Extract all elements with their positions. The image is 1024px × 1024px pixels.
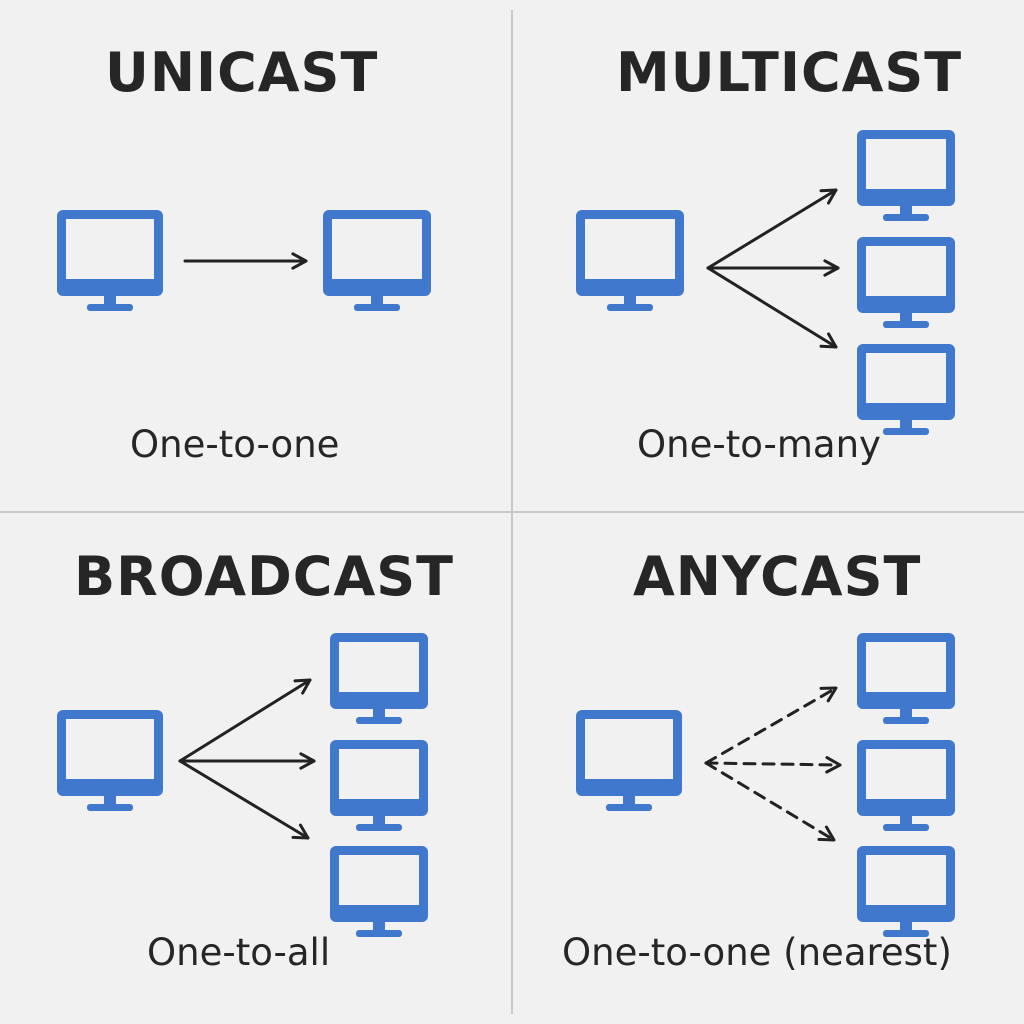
anycast-receiver-2-monitor-icon xyxy=(857,740,955,831)
monitor-neck xyxy=(900,206,912,215)
broadcast-arrow-2 xyxy=(178,752,316,770)
horizontal-divider xyxy=(0,511,1024,513)
monitor-base xyxy=(354,304,400,311)
broadcast-arrow-3 xyxy=(178,759,310,840)
monitor-neck xyxy=(104,296,116,305)
monitor-base xyxy=(883,321,929,328)
unicast-title: UNICAST xyxy=(105,41,379,104)
multicast-sender-monitor-icon xyxy=(576,210,684,311)
monitor-screen xyxy=(866,855,946,905)
monitor-base xyxy=(883,930,929,937)
monitor-neck xyxy=(371,296,383,305)
monitor-screen xyxy=(585,219,675,279)
monitor-neck xyxy=(623,796,635,805)
unicast-arrow xyxy=(183,252,308,270)
multicast-arrow-2 xyxy=(706,259,840,277)
monitor-base xyxy=(883,717,929,724)
broadcast-sender-monitor-icon xyxy=(57,710,163,811)
monitor-screen xyxy=(339,855,419,905)
monitor-neck xyxy=(373,816,385,825)
monitor-neck xyxy=(373,709,385,718)
anycast-sender-monitor-icon xyxy=(576,710,682,811)
monitor-neck xyxy=(624,296,636,305)
broadcast-caption: One-to-all xyxy=(147,931,331,974)
broadcast-title: BROADCAST xyxy=(74,545,454,608)
monitor-neck xyxy=(104,796,116,805)
monitor-screen xyxy=(66,219,154,279)
monitor-base xyxy=(356,824,402,831)
arrows-layer xyxy=(178,188,842,842)
monitor-screen xyxy=(866,353,946,403)
icons-layer xyxy=(57,130,955,937)
monitor-screen xyxy=(66,719,154,779)
unicast-sender-monitor-icon xyxy=(57,210,163,311)
monitor-screen xyxy=(339,749,419,799)
monitor-screen xyxy=(332,219,422,279)
monitor-base xyxy=(356,930,402,937)
unicast-receiver-monitor-icon xyxy=(323,210,431,311)
anycast-receiver-1-monitor-icon xyxy=(857,633,955,724)
monitor-neck xyxy=(373,922,385,931)
monitor-base xyxy=(87,804,133,811)
monitor-base xyxy=(356,717,402,724)
multicast-arrow-1 xyxy=(706,188,838,270)
anycast-caption: One-to-one (nearest) xyxy=(562,931,952,974)
multicast-title: MULTICAST xyxy=(616,41,963,104)
monitor-screen xyxy=(339,642,419,692)
monitor-neck xyxy=(900,420,912,429)
broadcast-receiver-2-monitor-icon xyxy=(330,740,428,831)
multicast-receiver-3-monitor-icon xyxy=(857,344,955,435)
monitor-neck xyxy=(900,313,912,322)
anycast-receiver-3-monitor-icon xyxy=(857,846,955,937)
multicast-receiver-1-monitor-icon xyxy=(857,130,955,221)
monitor-base xyxy=(883,824,929,831)
anycast-arrow-1 xyxy=(704,686,838,765)
monitor-screen xyxy=(866,749,946,799)
anycast-title: ANYCAST xyxy=(633,545,922,608)
multicast-caption: One-to-many xyxy=(637,423,881,466)
multicast-receiver-2-monitor-icon xyxy=(857,237,955,328)
broadcast-arrow-1 xyxy=(178,678,312,763)
broadcast-receiver-3-monitor-icon xyxy=(330,846,428,937)
multicast-arrow-3 xyxy=(706,266,838,349)
anycast-arrow-2 xyxy=(704,756,842,774)
monitor-neck xyxy=(900,709,912,718)
anycast-arrow-3 xyxy=(704,761,836,842)
monitor-screen xyxy=(866,246,946,296)
monitor-neck xyxy=(900,922,912,931)
unicast-caption: One-to-one xyxy=(130,423,340,466)
monitor-base xyxy=(87,304,133,311)
monitor-screen xyxy=(585,719,673,779)
monitor-screen xyxy=(866,642,946,692)
monitor-base xyxy=(883,428,929,435)
monitor-screen xyxy=(866,139,946,189)
monitor-base xyxy=(883,214,929,221)
monitor-base xyxy=(606,804,652,811)
monitor-neck xyxy=(900,816,912,825)
broadcast-receiver-1-monitor-icon xyxy=(330,633,428,724)
monitor-base xyxy=(607,304,653,311)
